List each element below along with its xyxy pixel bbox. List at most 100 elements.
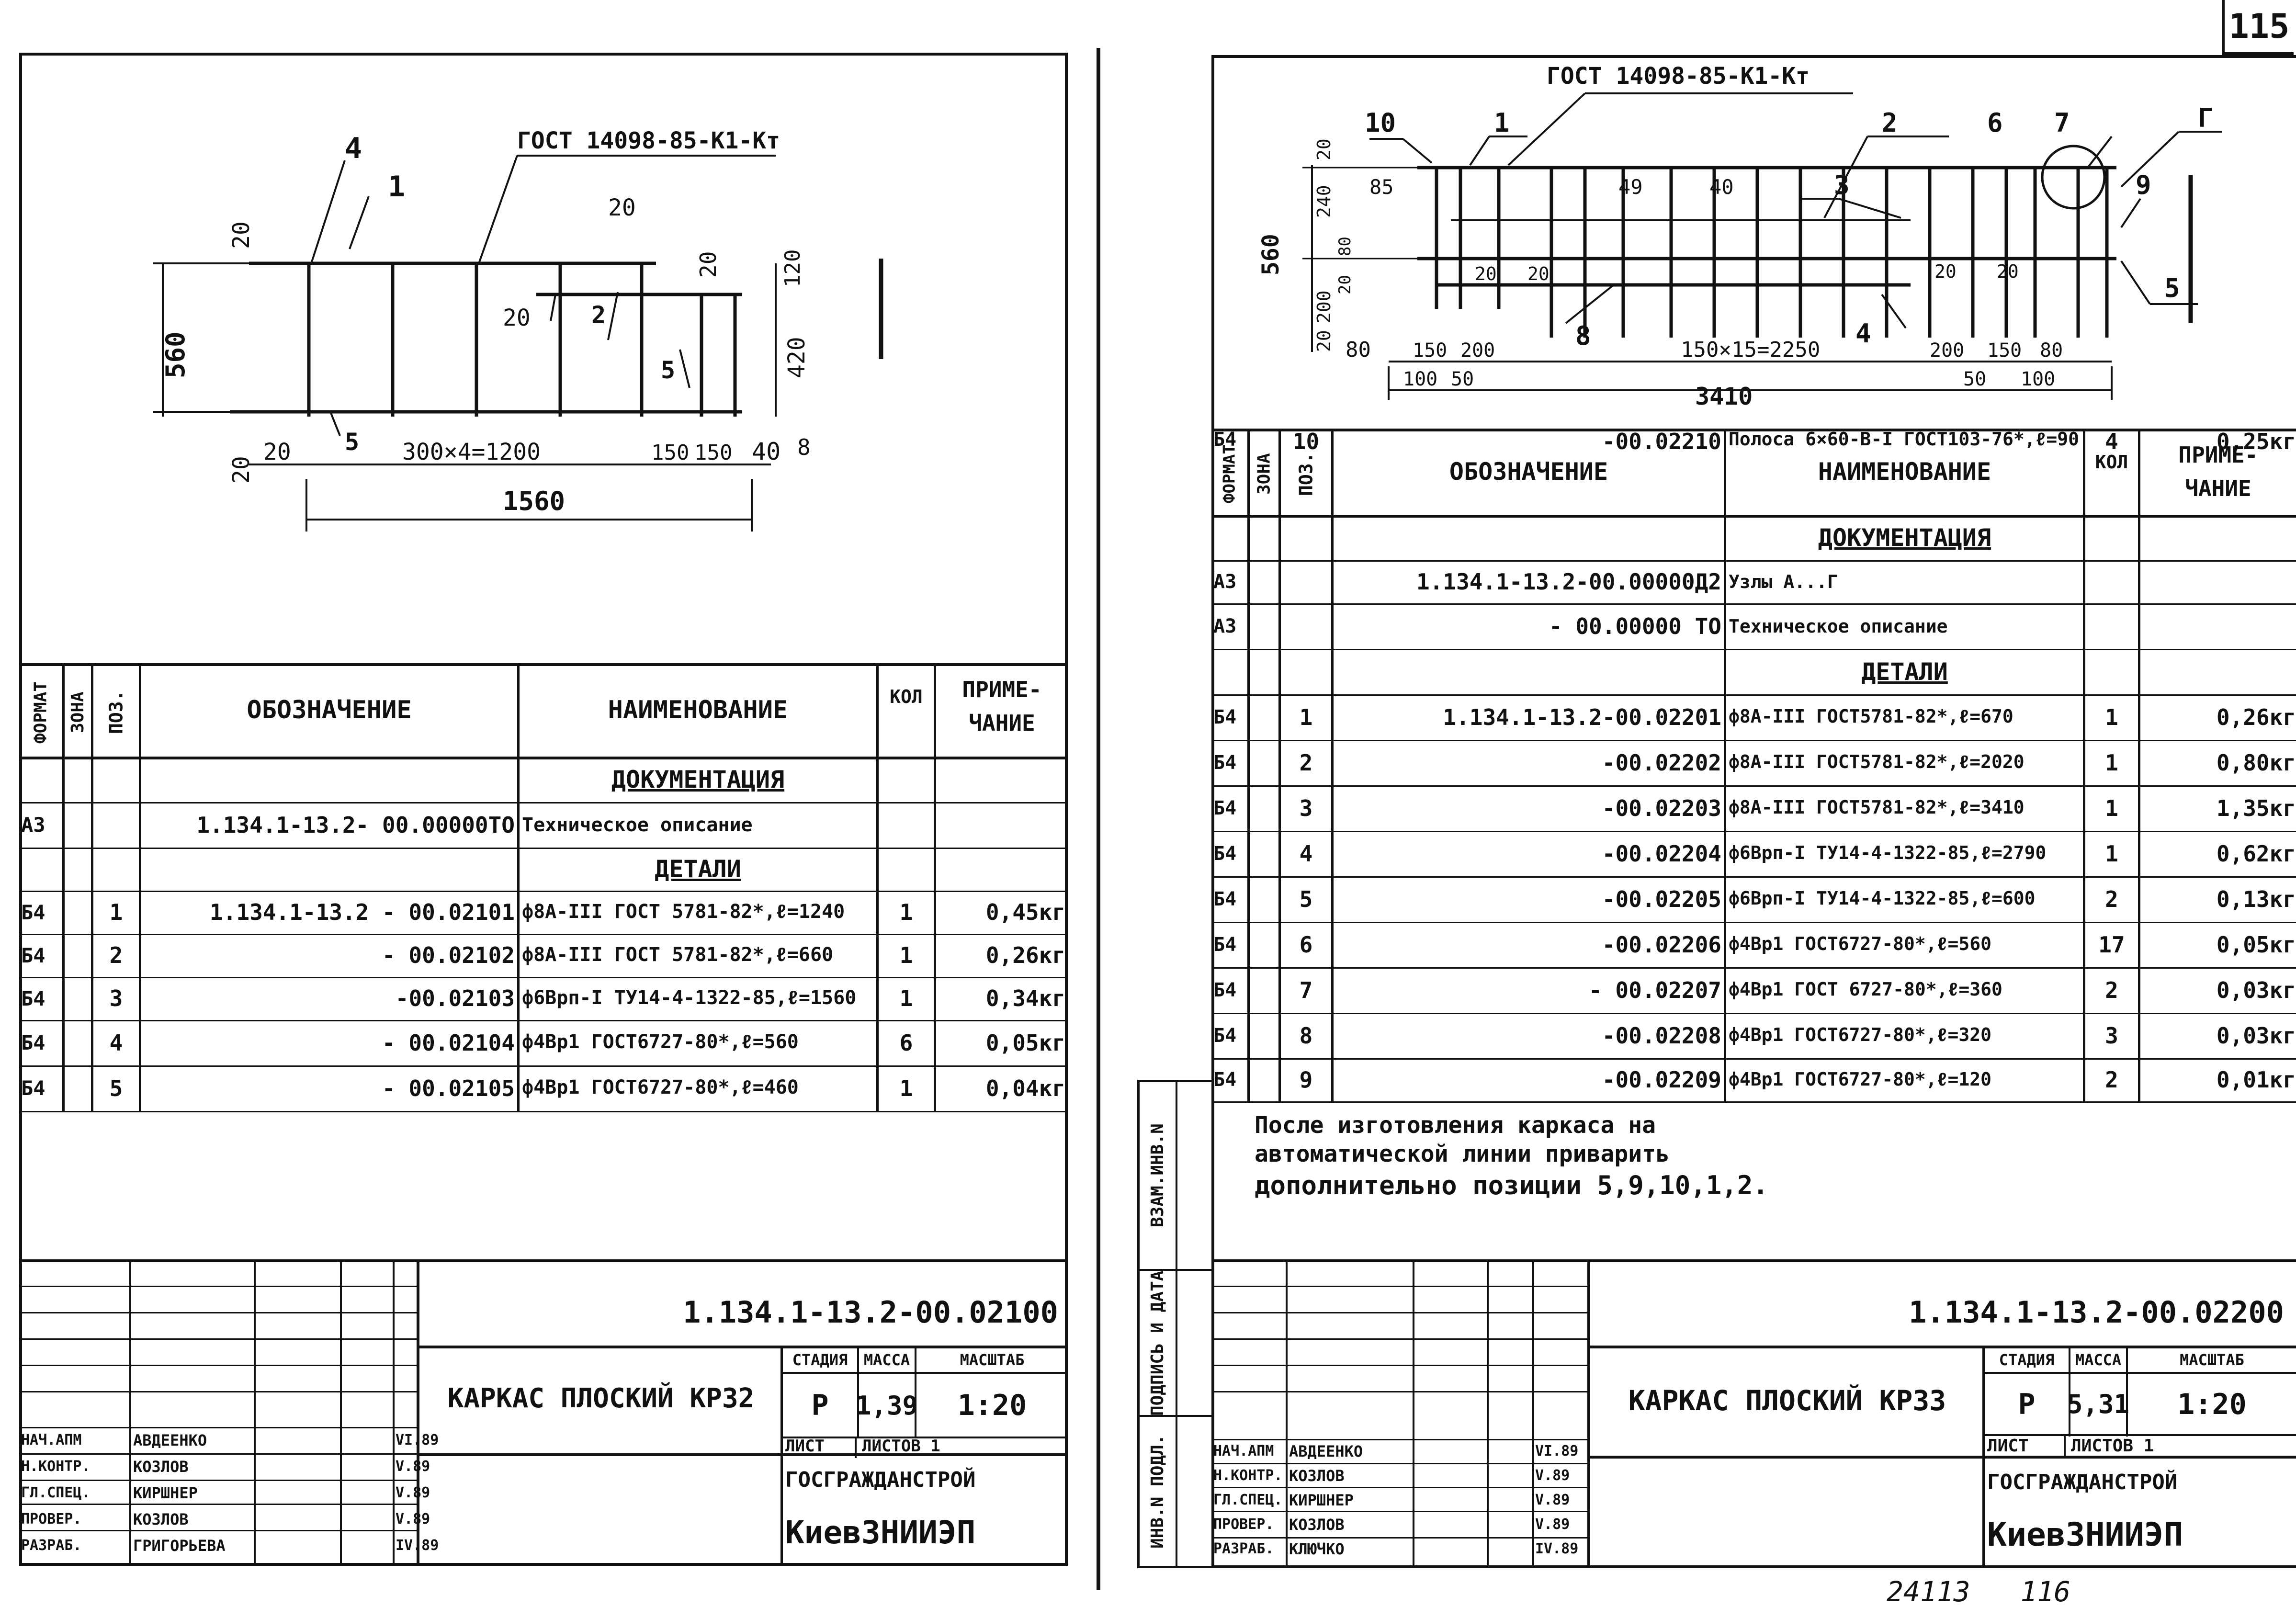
right-row-qty: 2 [2105, 1067, 2118, 1093]
right-row-designation: 1.134.1-13.2-00.00000Д2 [1416, 569, 1721, 595]
sheet-divider [1097, 48, 1100, 1590]
right-row-pos: 3 [1299, 795, 1313, 821]
right-section-heading: ДЕТАЛИ [1861, 657, 1948, 686]
right-dim-560: 560 [1257, 234, 1284, 275]
left-tb-sheet: ЛИСТ [785, 1437, 825, 1456]
left-tb-org2: КиевЗНИИЭП [785, 1514, 976, 1551]
right-dim-85: 85 [1369, 175, 1394, 199]
right-row-name: ф4Вр1 ГОСТ6727-80*,ℓ=320 [1729, 1024, 1991, 1045]
right-row-pos: 9 [1299, 1067, 1313, 1093]
right-row-qty: 2 [2105, 977, 2118, 1003]
right-row-note: 0,80кг [2216, 749, 2296, 776]
right-row-format: Б4 [1213, 933, 1237, 956]
right-spec-table: ФОРМАТ ЗОНА ПОЗ. ОБОЗНАЧЕНИЕ НАИМЕНОВАНИ… [1211, 429, 2296, 1167]
left-row-name: Техническое описание [522, 814, 753, 836]
right-dim-40: 40 [1709, 175, 1734, 199]
left-tb-role: ПРОВЕР. [21, 1511, 82, 1527]
right-row-format: Б4 [1213, 1024, 1237, 1047]
right-tb-person: КОЗЛОВ [1289, 1466, 1345, 1485]
right-tb-person: КОЗЛОВ [1289, 1515, 1345, 1534]
left-gost-label: ГОСТ 14098-85-К1-Кт [517, 127, 780, 154]
right-note-line-1: После изготовления каркаса на [1255, 1112, 1656, 1139]
left-row-pos: 3 [109, 985, 123, 1011]
left-row-format: Б4 [21, 943, 45, 967]
right-row-name: ф8А-III ГОСТ5781-82*,ℓ=2020 [1729, 751, 2025, 772]
right-dim-20h2: 20 [1527, 263, 1550, 284]
page-number: 115 [2228, 6, 2290, 46]
left-section-heading: ДОКУМЕНТАЦИЯ [611, 765, 785, 793]
left-tb-role: ГЛ.СПЕЦ. [21, 1484, 90, 1501]
left-dim-560: 560 [160, 331, 191, 378]
right-dim-50a: 50 [1451, 368, 1474, 390]
left-row-qty: 1 [899, 1075, 913, 1101]
left-label-5a: 5 [661, 356, 675, 384]
right-row-designation: -00.02209 [1602, 1067, 1721, 1093]
right-dim-150a: 150 [1413, 339, 1447, 362]
left-tb-mass: 1,39 [855, 1390, 918, 1421]
left-tb-sheets: ЛИСТОВ 1 [862, 1437, 940, 1456]
right-row-name: Полоса 6×60-В-I ГОСТ103-76*,ℓ=90 [1729, 429, 2080, 450]
right-row-name: ф4Вр1 ГОСТ6727-80*,ℓ=120 [1729, 1068, 1991, 1090]
page-number-box: 115 [2222, 0, 2294, 55]
left-hdr-qty: КОЛ [890, 686, 923, 707]
right-drawing: ГОСТ 14098-85-К1-Кт 10 1 2 6 7 Г 3 9 8 4… [1257, 63, 2222, 410]
right-row-pos: 10 [1292, 429, 1320, 454]
left-row-pos: 5 [109, 1075, 123, 1101]
left-dim-150b: 150 [694, 441, 732, 465]
right-tb-title: КАРКАС ПЛОСКИЙ КР33 [1628, 1384, 1946, 1417]
left-sheet [19, 53, 1068, 1566]
right-row-name: ф6Врп-I ТУ14-4-1322-85,ℓ=600 [1729, 888, 2036, 909]
left-dim-20-top: 20 [608, 194, 636, 221]
left-row-format: Б4 [21, 986, 45, 1010]
left-row-note: 0,45кг [985, 899, 1065, 925]
left-tb-scale: 1:20 [957, 1389, 1027, 1422]
left-tb-person: ГРИГОРЬЕВА [133, 1536, 226, 1555]
right-note-line-2: автоматической линии приварить [1255, 1141, 1670, 1167]
right-row-name: Техническое описание [1729, 615, 1948, 637]
left-dim-total: 1560 [503, 486, 565, 516]
right-row-note: 0,62кг [2216, 840, 2296, 867]
right-label-4: 4 [1855, 318, 1871, 349]
right-tb-stage: Р [2018, 1387, 2036, 1421]
left-tb-role: РАЗРАБ. [21, 1537, 82, 1554]
right-row-designation: -00.02206 [1602, 931, 1721, 958]
right-hdr-qty: КОЛ [2095, 452, 2128, 473]
right-row-designation: 1.134.1-13.2-00.02201 [1443, 704, 1721, 730]
left-tb-col-stage: СТАДИЯ [792, 1351, 848, 1369]
right-tb-role: РАЗРАБ. [1213, 1540, 1274, 1557]
right-tb-date: VI.89 [1535, 1443, 1579, 1460]
right-row-name: Узлы А...Г [1729, 571, 1838, 592]
left-tb-person: КИРШНЕР [133, 1483, 198, 1502]
right-row-qty [2085, 603, 2138, 649]
left-row-note [936, 802, 1065, 848]
right-dim-20h1: 20 [1475, 263, 1497, 284]
left-dim-series: 300×4=1200 [402, 439, 541, 465]
right-tb-date: V.89 [1535, 1516, 1570, 1533]
left-tb-title: КАРКАС ПЛОСКИЙ КР32 [447, 1382, 755, 1414]
right-row-note: 0,03кг [2216, 977, 2296, 1003]
right-tb-sheets: ЛИСТОВ 1 [2071, 1436, 2154, 1456]
right-row-pos [1281, 560, 1331, 603]
right-row-designation: -00.02210 [1602, 429, 1721, 454]
right-tb-role: ГЛ.СПЕЦ. [1213, 1492, 1283, 1508]
right-row-pos: 1 [1299, 704, 1313, 730]
right-row-pos [1281, 603, 1331, 649]
right-dim-80v: 80 [1335, 237, 1355, 256]
right-dim-240: 240 [1313, 185, 1335, 218]
left-dim-420: 420 [783, 337, 810, 378]
right-tb-person: КИРШНЕР [1289, 1491, 1354, 1509]
right-row-designation: - 00.00000 ТО [1549, 613, 1721, 639]
left-hdr-designation: ОБОЗНАЧЕНИЕ [247, 695, 412, 724]
right-label-6: 6 [1987, 108, 2003, 138]
right-row-designation: -00.02203 [1602, 795, 1721, 821]
left-tb-stage: Р [811, 1389, 829, 1422]
right-tb-col-scale: МАСШТАБ [2180, 1351, 2244, 1369]
right-dim-20t: 20 [1313, 138, 1335, 160]
right-row-qty: 1 [2105, 704, 2118, 730]
right-gost-label: ГОСТ 14098-85-К1-Кт [1547, 63, 1810, 90]
right-title-block: 1.134.1-13.2-00.02200 КАРКАС ПЛОСКИЙ КР3… [1211, 1259, 2296, 1568]
left-dim-20-mid: 20 [503, 305, 531, 331]
right-row-designation: -00.02204 [1602, 840, 1721, 867]
left-row-designation: - 00.02102 [382, 942, 515, 968]
right-label-5: 5 [2164, 273, 2180, 303]
